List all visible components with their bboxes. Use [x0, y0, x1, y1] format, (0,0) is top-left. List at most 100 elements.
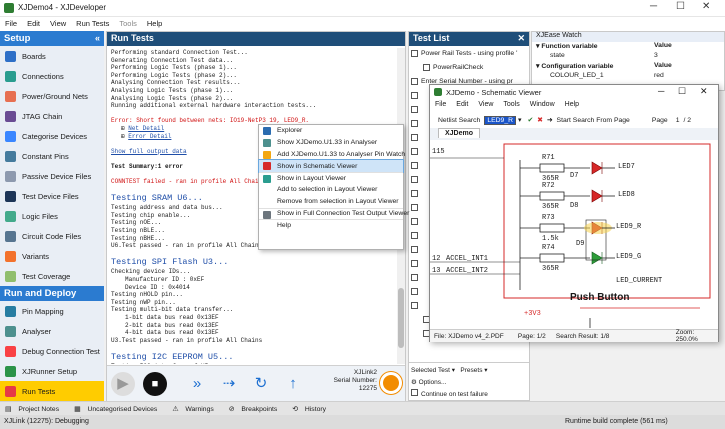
maximize-icon[interactable]: ☐ — [676, 1, 685, 12]
context-menu-item-remove-from-selection-in-layout-viewer[interactable]: Remove from selection in Layout Viewer — [259, 196, 403, 208]
step-out-icon[interactable]: ↑ — [289, 375, 297, 392]
test-checkbox[interactable] — [411, 77, 418, 85]
close-icon[interactable]: ✕ — [517, 33, 525, 43]
test-checkbox[interactable] — [411, 231, 418, 239]
search-next-icon[interactable]: ➜ — [546, 117, 553, 124]
context-menu-item-show-in-full-connection-test-output-view[interactable]: Show in Full Connection Test Output View… — [259, 207, 409, 220]
netlist-search-input[interactable]: LED9_R — [484, 115, 517, 125]
sidebar-item-variants[interactable]: Variants — [0, 246, 104, 266]
tab-xjdemo[interactable]: XJDemo — [438, 128, 481, 138]
continue-icon[interactable]: » — [192, 375, 202, 392]
test-list-row[interactable] — [409, 242, 529, 256]
menu-tools[interactable]: Tools — [119, 19, 137, 28]
test-checkbox[interactable] — [411, 119, 418, 127]
context-menu-item-help[interactable]: Help — [259, 219, 403, 231]
stop-button[interactable]: ■ — [143, 372, 167, 396]
net-detail-link[interactable]: Net Detail — [128, 124, 165, 132]
test-list-row[interactable] — [409, 172, 529, 186]
tab-history[interactable]: ⟲ History — [292, 406, 327, 413]
test-checkbox[interactable] — [411, 147, 418, 155]
menu-help[interactable]: Help — [146, 19, 163, 28]
test-checkbox[interactable] — [411, 273, 418, 281]
context-menu-item-show-in-layout-viewer[interactable]: Show in Layout Viewer — [259, 172, 403, 184]
test-list-row[interactable] — [409, 256, 529, 270]
sidebar-item-run-tests[interactable]: Run Tests — [0, 381, 104, 401]
schematic-canvas[interactable]: R71 365R D7 LED7 R72 365R D8 LED8 R73 1.… — [430, 140, 718, 328]
tab-uncategorised-devices[interactable]: ▦ Uncategorised Devices — [74, 406, 158, 413]
search-icon[interactable]: ✔ — [527, 117, 534, 124]
sidebar-item-test-coverage[interactable]: Test Coverage — [0, 266, 104, 286]
s-menu-edit[interactable]: Edit — [456, 101, 469, 108]
options-button[interactable]: Options... — [418, 379, 447, 386]
test-list-row[interactable] — [409, 214, 529, 228]
test-checkbox[interactable] — [411, 245, 418, 253]
sidebar-item-power-ground-nets[interactable]: Power/Ground Nets — [0, 86, 104, 106]
test-list-row[interactable] — [409, 200, 529, 214]
test-list-row[interactable]: PowerRailCheck — [409, 60, 529, 74]
presets-button[interactable]: Presets — [460, 367, 483, 374]
context-menu-item-add-xjdemo-u1-33-to-analyser-pin-watch[interactable]: Add XJDemo.U1.33 to Analyser Pin Watch — [259, 149, 405, 161]
test-checkbox[interactable] — [411, 133, 418, 141]
sidebar-item-xjrunner-setup[interactable]: XJRunner Setup — [0, 361, 104, 381]
sidebar-item-connections[interactable]: Connections — [0, 66, 104, 86]
test-list-row[interactable] — [409, 186, 529, 200]
sidebar-item-circuit-code-files[interactable]: Circuit Code Files — [0, 226, 104, 246]
context-menu-item-explorer[interactable]: Explorer — [259, 125, 403, 137]
test-checkbox[interactable] — [411, 189, 418, 197]
context-menu-item-add-to-selection-in-layout-viewer[interactable]: Add to selection in Layout Viewer — [259, 184, 403, 196]
sidebar-item-passive-device-files[interactable]: Passive Device Files — [0, 166, 104, 186]
context-menu-item-show-xjdemo-u1-33-in-analyser[interactable]: Show XJDemo.U1.33 in Analyser — [259, 137, 403, 149]
show-full-output-link[interactable]: Show full output data — [111, 147, 187, 155]
step-over-icon[interactable]: ⇢ — [222, 375, 236, 392]
test-checkbox[interactable] — [411, 259, 418, 267]
error-detail-link[interactable]: Error Detail — [128, 132, 172, 140]
selected-test-button[interactable]: Selected Test — [411, 367, 450, 374]
sidebar-item-jtag-chain[interactable]: JTAG Chain — [0, 106, 104, 126]
clear-icon[interactable]: ✖ — [537, 117, 543, 124]
s-menu-window[interactable]: Window — [529, 101, 555, 108]
tab-warnings[interactable]: ⚠ Warnings — [172, 406, 214, 413]
sidebar-item-logic-files[interactable]: Logic Files — [0, 206, 104, 226]
sidebar-item-pin-mapping[interactable]: Pin Mapping — [0, 301, 104, 321]
sidebar-item-debug-connection-test[interactable]: Debug Connection Test — [0, 341, 104, 361]
run-button[interactable]: ▶ — [111, 372, 135, 396]
setup-header[interactable]: Setup« — [0, 31, 104, 46]
test-checkbox[interactable] — [411, 105, 418, 113]
test-list-row[interactable] — [409, 284, 529, 298]
context-menu-item-show-in-schematic-viewer[interactable]: Show in Schematic Viewer — [258, 159, 404, 174]
maximize-icon[interactable]: ☐ — [678, 86, 687, 96]
s-menu-view[interactable]: View — [478, 101, 494, 108]
test-checkbox[interactable] — [411, 49, 418, 57]
test-list-row[interactable] — [409, 88, 529, 102]
test-checkbox[interactable] — [411, 217, 418, 225]
test-list-row[interactable] — [409, 228, 529, 242]
menu-view[interactable]: View — [50, 19, 67, 28]
test-checkbox[interactable] — [411, 301, 418, 309]
test-list-row[interactable] — [409, 158, 529, 172]
close-icon[interactable]: ✕ — [700, 86, 708, 96]
menu-file[interactable]: File — [5, 19, 18, 28]
test-list-row[interactable] — [409, 102, 529, 116]
run-deploy-header[interactable]: Run and Deploy — [0, 286, 104, 301]
close-icon[interactable]: ✕ — [702, 1, 711, 12]
tab-project-notes[interactable]: ▤ Project Notes — [5, 406, 60, 413]
tab-breakpoints[interactable]: ⊘ Breakpoints — [228, 406, 278, 413]
menu-edit[interactable]: Edit — [27, 19, 41, 28]
test-checkbox[interactable] — [411, 161, 418, 169]
menu-run-tests[interactable]: Run Tests — [76, 19, 110, 28]
sidebar-item-constant-pins[interactable]: Constant Pins — [0, 146, 104, 166]
collapse-icon[interactable]: « — [94, 33, 100, 43]
test-list-row[interactable] — [409, 144, 529, 158]
search-from-page-label[interactable]: Start Search From Page — [556, 116, 630, 124]
test-checkbox[interactable] — [411, 91, 418, 99]
sidebar-item-test-device-files[interactable]: Test Device Files — [0, 186, 104, 206]
minimize-icon[interactable]: ─ — [650, 1, 658, 12]
test-checkbox[interactable] — [411, 175, 418, 183]
s-menu-help[interactable]: Help — [564, 101, 580, 108]
continue-checkbox[interactable] — [411, 389, 418, 396]
test-list-row[interactable] — [409, 116, 529, 130]
minimize-icon[interactable]: ─ — [658, 86, 665, 96]
test-checkbox[interactable] — [423, 63, 430, 71]
test-list-row[interactable] — [409, 298, 529, 312]
s-menu-tools[interactable]: Tools — [503, 101, 520, 108]
